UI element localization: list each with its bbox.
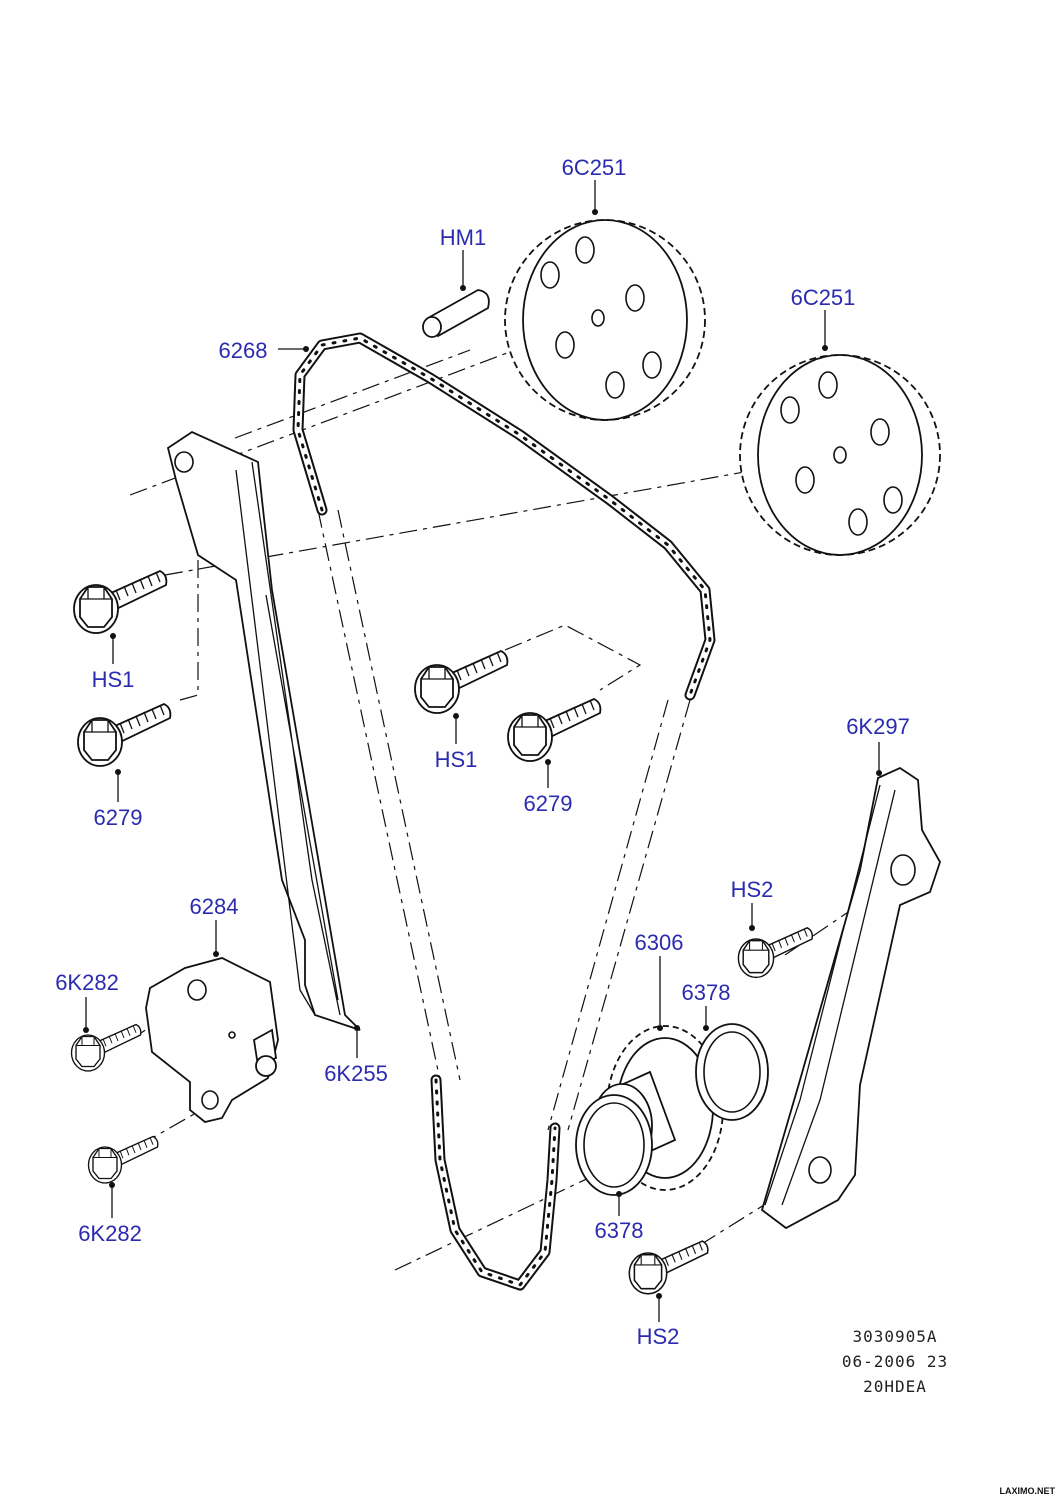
engine-code: 20HDEA [863,1377,927,1396]
washer-left[interactable] [575,1094,653,1196]
callout-guide-left[interactable]: 6K255 [324,1061,388,1086]
bolt-6279-center[interactable] [507,698,602,762]
callout-washer-right[interactable]: 6378 [682,980,731,1005]
bolt-hs1-left[interactable] [73,570,168,634]
bolt-6k282-top[interactable] [70,1023,142,1072]
callout-sprocket-right[interactable]: 6C251 [791,285,856,310]
washer-right[interactable] [695,1023,769,1121]
axis-line [317,509,461,1081]
callout-bolt-6279-center[interactable]: 6279 [524,791,573,816]
bolt-hs2-upper[interactable] [737,927,814,979]
dowel-pin[interactable] [422,289,490,338]
callout-sprocket-upper[interactable]: 6C251 [562,155,627,180]
camshaft-sprocket-upper[interactable] [504,219,706,421]
axis-line [179,560,199,701]
axis-line [164,454,841,576]
timing-chain[interactable] [292,332,716,1291]
callout-tensioner-bolt-bottom[interactable]: 6K282 [78,1221,142,1246]
leader-lines [83,180,882,1322]
diagram-code: 3030905A [852,1327,937,1346]
chain-guide-left[interactable] [166,430,361,1031]
camshaft-sprocket-right[interactable] [739,354,941,556]
callout-bolt-hs2-lower[interactable]: HS2 [637,1324,680,1349]
watermark: LAXIMO.NET [1000,1486,1056,1496]
diagram-date: 06-2006 23 [842,1352,948,1371]
callout-tensioner[interactable]: 6284 [190,894,239,919]
callout-dowel[interactable]: HM1 [440,225,486,250]
chain-guide-right[interactable] [760,766,941,1230]
callout-bolt-hs2-upper[interactable]: HS2 [731,877,774,902]
chain-tensioner[interactable] [145,957,279,1123]
callout-bolt-6279-left[interactable]: 6279 [94,805,143,830]
axis-line [547,699,691,1131]
callout-bolt-hs1-left[interactable]: HS1 [92,667,135,692]
axis-line [234,349,471,439]
callout-guide-right[interactable]: 6K297 [846,714,910,739]
bolt-6279-left[interactable] [77,703,172,767]
callout-chain[interactable]: 6268 [219,338,268,363]
callout-tensioner-bolt-top[interactable]: 6K282 [55,970,119,995]
callout-bolt-hs1-center[interactable]: HS1 [435,747,478,772]
axis-line [504,624,642,691]
bolt-6k282-bottom[interactable] [87,1135,159,1184]
bolt-hs1-center[interactable] [414,650,509,714]
callout-washer-left[interactable]: 6378 [595,1218,644,1243]
callout-crank-sprocket[interactable]: 6306 [635,930,684,955]
bolt-hs2-lower[interactable] [628,1240,709,1295]
